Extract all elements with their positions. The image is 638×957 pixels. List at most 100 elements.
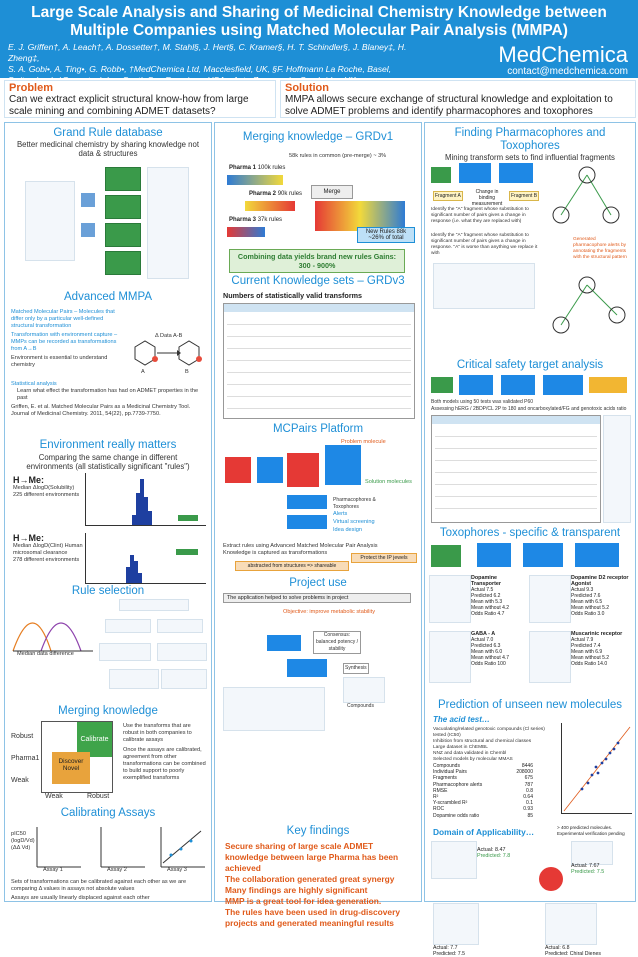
- company-box: [105, 251, 141, 275]
- grand-rule-subtitle: Better medicinal chemistry by sharing kn…: [16, 140, 200, 158]
- histogram-bar: [136, 493, 140, 525]
- contact-email[interactable]: contact@medchemica.com: [507, 66, 628, 77]
- mcpairs-label: Pharmacophores & Toxophores: [333, 497, 376, 510]
- mcpairs-label: Solution molecules: [365, 479, 412, 485]
- flow-box: [589, 377, 627, 393]
- row-value: 4.7: [502, 655, 510, 661]
- calibration-line: [162, 830, 202, 864]
- merge-box: Merge: [311, 185, 353, 199]
- stat-row: Compounds 8446: [433, 763, 533, 769]
- left-column: Grand Rule database Better medicinal che…: [4, 122, 212, 902]
- merging-bullet: Once the assays are calibrated, agreemen…: [123, 747, 206, 781]
- pharma2-name: Pharma 2: [249, 191, 277, 197]
- tox-card: GABA - A Actual 7.0 Predicted 6.3 Mean w…: [471, 631, 527, 667]
- pharma2-label: Pharma 2 90k rules: [249, 191, 302, 197]
- table-row: [227, 336, 411, 337]
- mol-result: Actual: 8.47 Predicted: 7.8: [477, 847, 510, 859]
- histogram-bar: [130, 555, 134, 583]
- mcpairs-label: Alerts: [333, 511, 348, 517]
- histogram-bar: [148, 511, 152, 525]
- tox-card-row: Predicted 6.2: [471, 593, 527, 599]
- common-rules-note: 58k rules in common (pre-merge) ~ 3%: [289, 153, 387, 159]
- prediction-bullet: NNZ and data validated in Chembl: [433, 751, 507, 756]
- table-row: [435, 484, 597, 485]
- rule-distribution-svg: [12, 622, 93, 652]
- table-row: [227, 396, 411, 397]
- central-molecule-circle: [539, 867, 563, 891]
- grand-rule-diagram: [25, 163, 191, 285]
- solution-heading: Solution: [285, 82, 329, 94]
- row-label: Mean without: [571, 655, 601, 661]
- domain-bottom-left: Actual: 7.7 Predicted: 7.5: [433, 903, 493, 957]
- row-label: Odds Ratio: [571, 611, 597, 617]
- stat-label: ROC: [433, 806, 445, 813]
- project-label: Consensus: balanced potency / stability: [313, 631, 361, 654]
- table-header: [432, 416, 600, 424]
- row-value: 3.0: [597, 611, 605, 617]
- pharmacophores-subtitle: Mining transform sets to find influentia…: [445, 153, 615, 162]
- axis-label: Weak: [45, 793, 63, 800]
- mcpairs-bullet: Extract rules using Advanced Matched Mol…: [223, 543, 378, 549]
- pharma3-label: Pharma 3 37k rules: [229, 217, 282, 223]
- stage-box: [325, 445, 361, 485]
- histogram-bar: [134, 561, 138, 583]
- fragment-b-label: Fragment B: [509, 191, 540, 201]
- merged-bar: [315, 201, 405, 231]
- environment-title: Environment really matters: [39, 439, 177, 451]
- mol-result: Actual: 7.67 Predicted: 7.5: [571, 863, 604, 875]
- actual-value: Actual: 7.67: [571, 863, 600, 869]
- row-value: 7.5: [486, 587, 494, 593]
- row-label: Odds Ratio: [471, 611, 497, 617]
- predicted-value: Predicted: 7.8: [477, 853, 511, 859]
- prediction-bullet: Large dataset in ChEMBL: [433, 745, 488, 750]
- table-row: [227, 324, 411, 325]
- domain-molecules: Actual: 8.47 Predicted: 7.8 Actual: 7.67…: [429, 839, 631, 897]
- tox-card-row: Mean with 6.0: [471, 649, 527, 655]
- prediction-bullet: Inhibition from structural and chemical …: [433, 739, 532, 744]
- finding-item: The rules have been used in drug-discove…: [225, 907, 400, 928]
- data-point: [616, 741, 620, 745]
- benzene-ring-b: [178, 340, 200, 366]
- environment-subtitle: Comparing the same change in different e…: [26, 453, 190, 471]
- data-point: [612, 747, 616, 751]
- axis-label: Weak: [11, 777, 29, 784]
- gains-banner: Combining data yields brand new rules Ga…: [229, 249, 405, 273]
- pharma3-rules: 37k rules: [257, 217, 283, 223]
- table-row: [435, 460, 597, 461]
- tree-node: [99, 643, 151, 661]
- key-findings-title: Key findings: [286, 825, 350, 837]
- axis-label: Median data difference: [17, 651, 74, 657]
- network-edge: [586, 284, 618, 316]
- tox-card-row: Odds Ratio 4.7: [471, 611, 527, 617]
- solution-text: MMPA allows secure exchange of structura…: [285, 94, 613, 117]
- domain-note: > 400 predicted molecules. Experimental …: [557, 825, 625, 836]
- stat-label: Individual Pairs: [433, 769, 467, 776]
- safety-bullet: Both models using 50 tests was validated…: [431, 399, 534, 405]
- table-row: [435, 472, 597, 473]
- row-label: Predicted: [571, 643, 593, 649]
- tree-node: [157, 643, 207, 661]
- problem-text: Can we extract explicit structural know-…: [9, 94, 249, 117]
- poster-title: Large Scale Analysis and Sharing of Medi…: [31, 4, 607, 39]
- stat-heading: Statistical analysis: [11, 381, 57, 387]
- table-row: [435, 496, 597, 497]
- rule-selection-title: Rule selection: [71, 585, 145, 597]
- data-point: [169, 853, 173, 857]
- fragment-node: [578, 276, 596, 294]
- project-chart-image: [223, 687, 325, 731]
- pharma1-name: Pharma 1: [229, 165, 257, 171]
- tox-card-title: Muscarinic receptor: [571, 631, 623, 637]
- y-axis-label: pIC50 (logD/Vd) (ΔΔ Vd): [11, 831, 35, 851]
- project-label: Synthesis: [343, 663, 369, 674]
- author-line-2: S. A. Gobi•, A. Ting•, G. Robb•, †MedChe…: [8, 64, 392, 74]
- safety-bullet: Assessing hERG / 2BDP/CL 2P to 180 and o…: [431, 406, 627, 412]
- stat-row: RMSE 0.8: [433, 788, 533, 794]
- arrow-head: [177, 350, 181, 356]
- discover-quadrant: Discover Novel: [52, 752, 90, 784]
- distribution-curve: [40, 622, 82, 652]
- row-value: 7.9: [586, 637, 594, 643]
- rule-database-image: [147, 167, 189, 279]
- predicted-value: Predicted: 7.5: [571, 869, 605, 875]
- finding-item: The collaboration generated great synerg…: [225, 874, 395, 884]
- problem-heading: Problem: [9, 82, 54, 94]
